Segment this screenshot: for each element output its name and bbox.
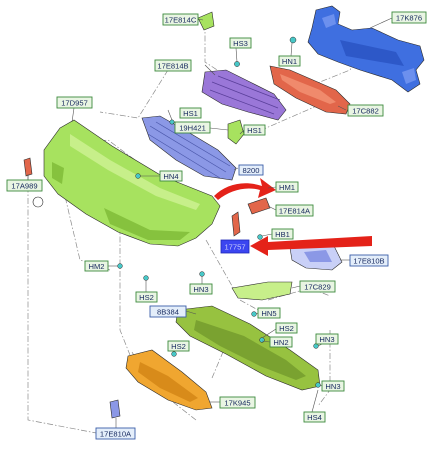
- svg-text:8B384: 8B384: [157, 308, 179, 317]
- label-hs2-right: HS2: [275, 322, 298, 334]
- svg-text:HN3: HN3: [319, 335, 334, 344]
- svg-text:HN1: HN1: [282, 57, 297, 66]
- bumper-beam-part: [307, 5, 425, 93]
- chrome-strip-part: [231, 281, 293, 301]
- svg-text:17K945: 17K945: [224, 399, 250, 408]
- svg-text:8200: 8200: [243, 166, 260, 175]
- svg-text:17K876: 17K876: [396, 14, 422, 23]
- svg-text:HN4: HN4: [163, 172, 178, 181]
- red-arrow-lower: [250, 236, 372, 256]
- svg-text:HS4: HS4: [307, 413, 322, 422]
- part-17757-bracket: [231, 211, 241, 237]
- svg-text:17C829: 17C829: [304, 283, 331, 292]
- label-8200: 8200: [238, 164, 264, 176]
- red-arrows: [214, 178, 372, 256]
- svg-text:HS1: HS1: [183, 109, 198, 118]
- lower-cover-part: [175, 305, 321, 391]
- bracket-17E810A-part: [109, 399, 121, 419]
- lower-grille-part: [141, 115, 237, 181]
- bracket-17E814C-part: [197, 11, 215, 31]
- label-hn4: HN4: [159, 170, 183, 182]
- svg-text:17A989: 17A989: [11, 182, 37, 191]
- label-hn5: HN5: [257, 307, 281, 319]
- svg-text:17E814B: 17E814B: [157, 62, 188, 71]
- svg-text:17E814C: 17E814C: [165, 16, 197, 25]
- svg-text:HM1: HM1: [279, 183, 295, 192]
- label-17E810A: 17E810A: [95, 427, 136, 440]
- label-hn3-mid: HN3: [189, 283, 213, 295]
- svg-text:17E810A: 17E810A: [100, 430, 132, 439]
- label-17K876: 17K876: [391, 11, 427, 24]
- svg-text:HS2: HS2: [171, 342, 186, 351]
- label-hn1-top: HN1: [278, 55, 301, 67]
- bracket-17E814A-part: [247, 197, 271, 215]
- label-17C829: 17C829: [299, 280, 336, 293]
- label-hs2-lower: HS2: [167, 340, 190, 352]
- label-17D957: 17D957: [56, 96, 93, 109]
- label-17E814A: 17E814A: [275, 204, 314, 217]
- svg-text:HN2: HN2: [273, 338, 288, 347]
- label-17E810B: 17E810B: [349, 254, 389, 267]
- svg-text:17E814A: 17E814A: [279, 207, 311, 216]
- svg-text:HN3: HN3: [325, 382, 340, 391]
- bracket-17A989-part: [23, 157, 33, 177]
- svg-text:HB1: HB1: [275, 230, 290, 239]
- svg-text:HS1: HS1: [247, 126, 262, 135]
- label-hn3-right-top: HN3: [315, 333, 339, 345]
- label-8B384: 8B384: [149, 305, 187, 318]
- svg-text:19H421: 19H421: [179, 124, 206, 133]
- label-hn3-right-bottom: HN3: [321, 380, 345, 392]
- svg-text:HS3: HS3: [233, 39, 248, 48]
- svg-text:17D957: 17D957: [61, 99, 88, 108]
- label-hm1: HM1: [275, 181, 299, 193]
- bracket-19H421-part: [227, 119, 245, 145]
- label-hs2-mid: HS2: [135, 291, 158, 303]
- svg-text:17E810B: 17E810B: [353, 257, 384, 266]
- svg-text:HM2: HM2: [88, 262, 104, 271]
- callout-labels: 17E814C HS3 17K876 17E814B HN1 17D957 HS…: [6, 11, 427, 440]
- label-part-number-highlight: 17757: [220, 239, 250, 254]
- svg-text:HN5: HN5: [261, 309, 276, 318]
- fog-lamp-bezel-right-part: [289, 241, 343, 271]
- fasteners: [117, 61, 321, 388]
- svg-text:17757: 17757: [224, 243, 245, 252]
- label-hn2: HN2: [269, 336, 293, 348]
- svg-text:17C882: 17C882: [352, 107, 379, 116]
- label-17K945: 17K945: [219, 396, 256, 409]
- label-17E814B: 17E814B: [154, 59, 192, 72]
- svg-text:HN3: HN3: [193, 285, 208, 294]
- label-hb1: HB1: [271, 228, 294, 240]
- leader-lines: [27, 17, 393, 428]
- svg-text:HS2: HS2: [139, 293, 154, 302]
- energy-absorber-part: [269, 65, 351, 115]
- label-hs1-right: HS1: [243, 124, 266, 136]
- label-19H421: 19H421: [174, 121, 211, 134]
- label-17E814C: 17E814C: [162, 13, 199, 26]
- label-hs1-left: HS1: [179, 107, 202, 119]
- label-17A989: 17A989: [6, 179, 43, 192]
- label-hm2: HM2: [84, 260, 109, 272]
- label-17C882: 17C882: [347, 104, 384, 117]
- red-arrow-upper: [214, 178, 276, 200]
- under-shield-part: [125, 349, 213, 411]
- label-hs4: HS4: [303, 411, 326, 423]
- svg-text:HS2: HS2: [279, 324, 294, 333]
- bumper-cover-part: [32, 119, 221, 247]
- upper-grille-part: [201, 69, 287, 121]
- label-hs3: HS3: [229, 37, 252, 49]
- clip-hn1-part: [289, 36, 297, 44]
